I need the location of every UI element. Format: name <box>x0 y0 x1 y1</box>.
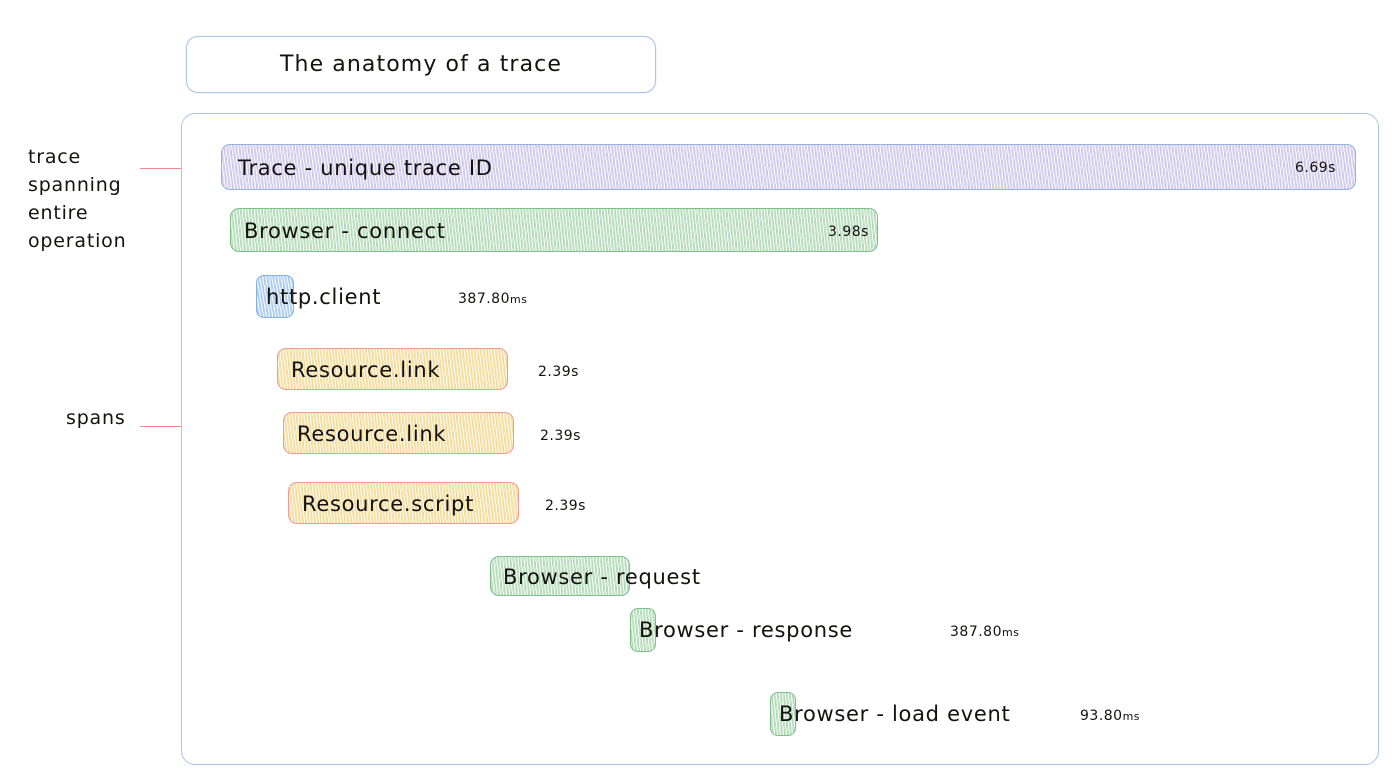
span-duration-browser-response-unit: ms <box>1002 626 1020 639</box>
span-duration-browser-load-event: 93.80ms <box>1080 708 1140 724</box>
span-bar-trace-root[interactable] <box>221 144 1356 190</box>
trace-annotation-line-1: trace <box>28 146 82 168</box>
span-bar-resource-link-2[interactable] <box>283 412 514 454</box>
span-label-browser-request: Browser - request <box>503 565 701 589</box>
span-label-resource-link-1: Resource.link <box>291 358 441 382</box>
span-label-resource-link-2: Resource.link <box>297 422 447 446</box>
span-duration-browser-load-event-value: 93.80 <box>1080 708 1123 724</box>
span-label-browser-connect: Browser - connect <box>244 219 446 243</box>
spans-annotation-label: spans <box>66 407 126 429</box>
span-bar-browser-connect[interactable] <box>230 208 878 252</box>
trace-leader-line <box>140 168 208 169</box>
trace-annotation-line-2: spanning <box>28 174 122 196</box>
span-duration-http-client-value: 387.80 <box>458 291 510 307</box>
span-bar-browser-load-event[interactable] <box>770 692 796 736</box>
trace-annotation-line-4: operation <box>28 230 127 252</box>
trace-annotation-line-3: entire <box>28 202 89 224</box>
span-duration-http-client-unit: ms <box>510 293 528 306</box>
span-bar-http-client[interactable] <box>256 275 294 318</box>
span-duration-browser-load-event-unit: ms <box>1122 710 1141 723</box>
trace-annotation: trace spanning entire operation <box>28 143 126 255</box>
span-label-http-client: http.client <box>266 285 382 309</box>
span-duration-browser-response-value: 387.80 <box>950 624 1002 640</box>
spans-leader-line <box>140 426 210 427</box>
span-duration-trace-root: 6.69s <box>1295 160 1336 176</box>
span-duration-browser-connect: 3.98s <box>828 224 869 240</box>
span-duration-browser-response: 387.80ms <box>950 624 1019 640</box>
spans-annotation: spans <box>66 404 126 432</box>
span-bar-browser-request[interactable] <box>490 556 630 596</box>
diagram-title-box: The anatomy of a trace <box>186 36 656 93</box>
span-label-trace-root: Trace - unique trace ID <box>238 156 493 180</box>
span-duration-resource-script: 2.39s <box>545 498 586 514</box>
span-bar-resource-script[interactable] <box>288 482 519 524</box>
span-bar-resource-link-1[interactable] <box>277 348 508 390</box>
span-duration-resource-link-1: 2.39s <box>538 364 579 380</box>
span-duration-resource-link-2: 2.39s <box>540 428 581 444</box>
span-label-browser-response: Browser - response <box>639 618 854 642</box>
span-label-resource-script: Resource.script <box>302 492 474 516</box>
diagram-title: The anatomy of a trace <box>279 52 562 77</box>
span-duration-http-client: 387.80ms <box>458 291 527 307</box>
span-bar-browser-response[interactable] <box>630 608 656 652</box>
span-label-browser-load-event: Browser - load event <box>779 702 1011 726</box>
